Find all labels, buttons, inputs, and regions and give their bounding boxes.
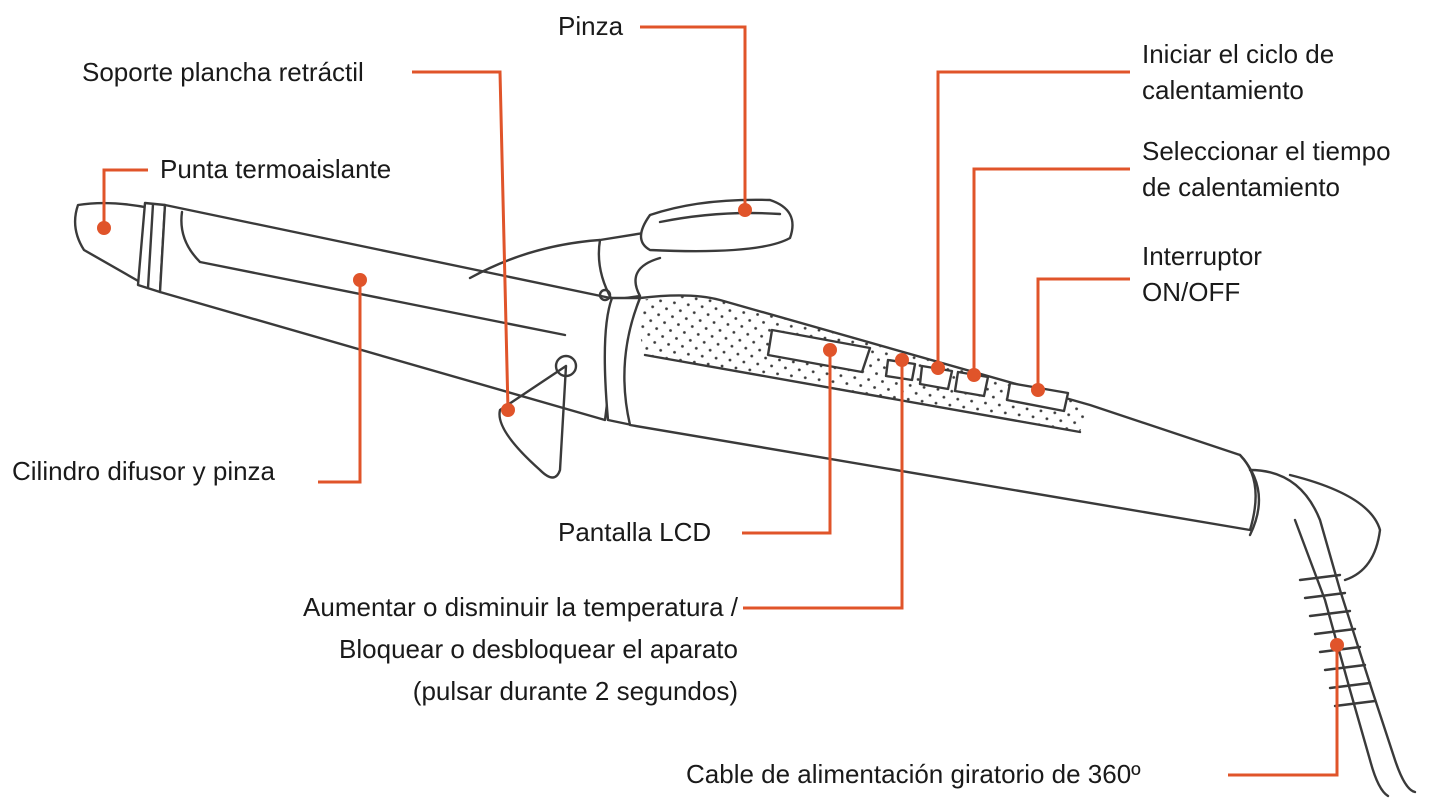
label-soporte: Soporte plancha retráctil xyxy=(82,57,364,87)
clamp-strip xyxy=(180,210,567,337)
leader-seleccionar xyxy=(972,167,1130,375)
leader-punta xyxy=(102,168,148,228)
clamp-lever xyxy=(639,198,794,253)
leader-cilindro xyxy=(318,280,362,484)
label-iniciar-line1: Iniciar el ciclo de xyxy=(1142,39,1335,69)
leader-cable xyxy=(1228,645,1339,777)
leader-aumentar xyxy=(743,360,904,610)
cord-loop xyxy=(1288,473,1382,582)
leader-pantalla xyxy=(742,350,832,535)
label-pinza: Pinza xyxy=(558,11,624,41)
label-aumentar-line2: Bloquear o desbloquear el aparato xyxy=(339,634,738,664)
label-cilindro: Cilindro difusor y pinza xyxy=(12,456,276,486)
label-iniciar-line2: calentamiento xyxy=(1142,75,1304,105)
callout-dots xyxy=(97,203,1344,652)
label-seleccionar-line2: de calentamiento xyxy=(1142,172,1341,202)
label-interruptor-line1: Interruptor xyxy=(1142,241,1262,271)
label-pantalla: Pantalla LCD xyxy=(558,517,712,547)
label-cable: Cable de alimentación giratorio de 360º xyxy=(686,759,1141,789)
leader-iniciar xyxy=(936,70,1130,368)
label-punta: Punta termoaislante xyxy=(160,154,392,184)
leader-interruptor xyxy=(1036,277,1130,390)
leader-soporte xyxy=(412,70,510,411)
swivel-cord xyxy=(1248,468,1417,798)
barrel xyxy=(158,203,622,422)
label-seleccionar-line1: Seleccionar el tiempo xyxy=(1142,136,1391,166)
label-aumentar-line1: Aumentar o disminuir la temperatura / xyxy=(303,592,738,622)
lcd-screen-shape xyxy=(766,328,872,374)
handle-end-ring xyxy=(1238,453,1261,537)
leader-pinza xyxy=(640,25,747,210)
label-aumentar-line3: (pulsar durante 2 segundos) xyxy=(412,676,738,706)
onoff-switch-shape xyxy=(1005,381,1070,413)
label-interruptor-line2: ON/OFF xyxy=(1142,277,1241,307)
retractable-stand xyxy=(498,364,568,479)
